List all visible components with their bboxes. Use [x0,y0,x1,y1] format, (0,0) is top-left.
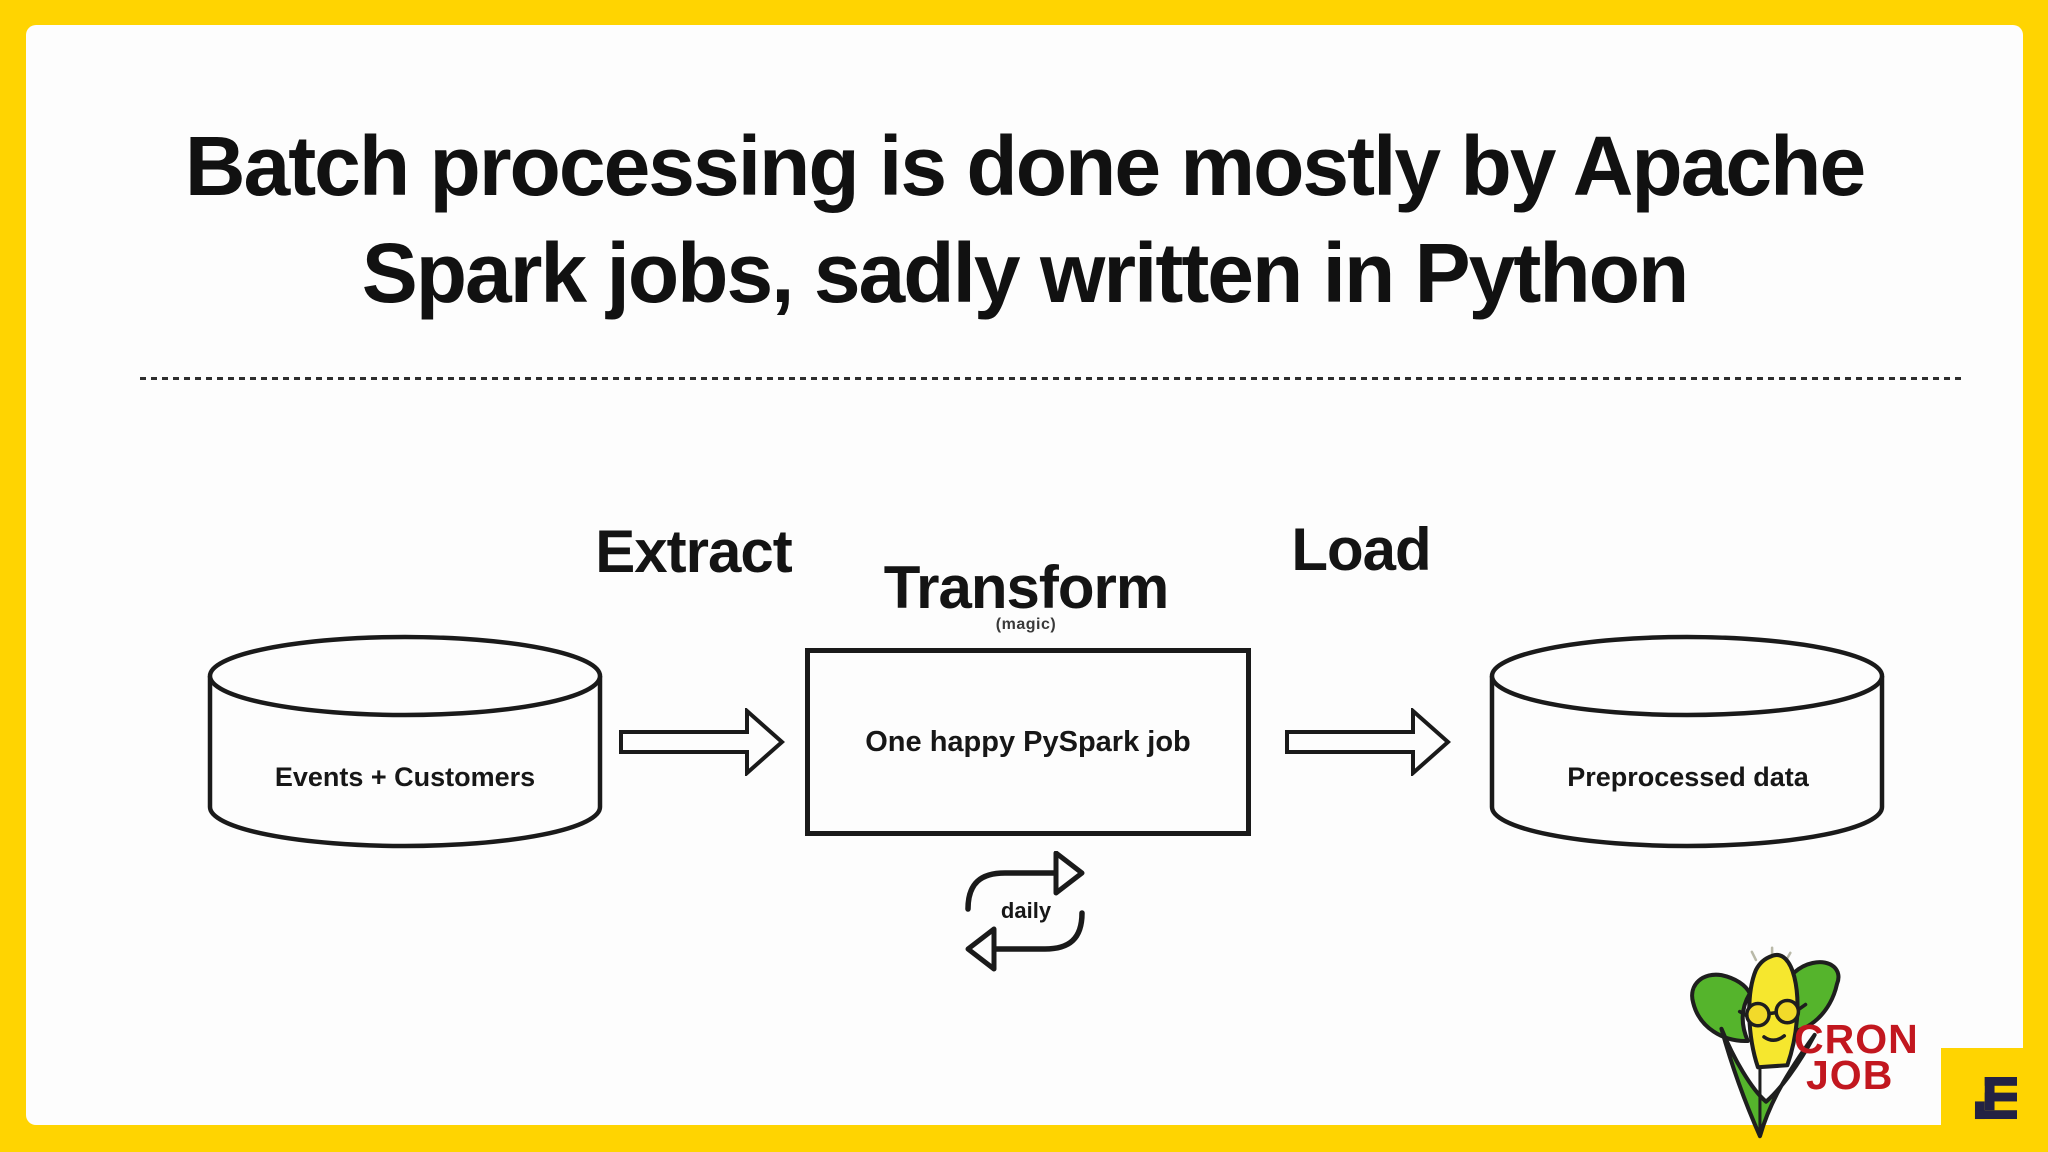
sink-database-label: Preprocessed data [1567,762,1809,792]
title-line-1: Batch processing is done mostly by Apach… [184,119,1866,213]
corner-logo-square [1941,1048,2048,1152]
cron-logo-text-line1: CRON [1794,1016,1919,1062]
load-arrow-icon [1285,708,1451,776]
title-line-2: Spark jobs, sadly written in Python [361,225,1690,320]
stage-label-transform: Transform [883,554,1169,621]
extract-arrow-icon [619,708,785,776]
pyspark-job-label: One happy PySpark job [865,725,1191,758]
pyspark-job-box: One happy PySpark job [805,648,1251,836]
corn-mascot-icon [1690,946,1841,1139]
transform-note: (magic) [995,616,1057,633]
stage-label-extract: Extract [595,518,792,585]
cron-logo-text-line2: JOB [1806,1052,1894,1098]
slide: Batch processing is done mostly by Apach… [26,25,2023,1125]
daily-schedule-label: daily [1000,898,1052,923]
daily-cycle-icon [965,851,1085,972]
dashed-divider [140,377,1962,380]
corner-e-glyph-logo-icon [1974,1077,2017,1120]
source-database-cylinder-icon [207,634,603,849]
page-title: Batch processing is done mostly by Apach… [106,113,1943,326]
source-database-label: Events + Customers [274,762,536,792]
sink-database-cylinder-icon [1489,634,1885,849]
stage-label-load: Load [1291,516,1431,583]
